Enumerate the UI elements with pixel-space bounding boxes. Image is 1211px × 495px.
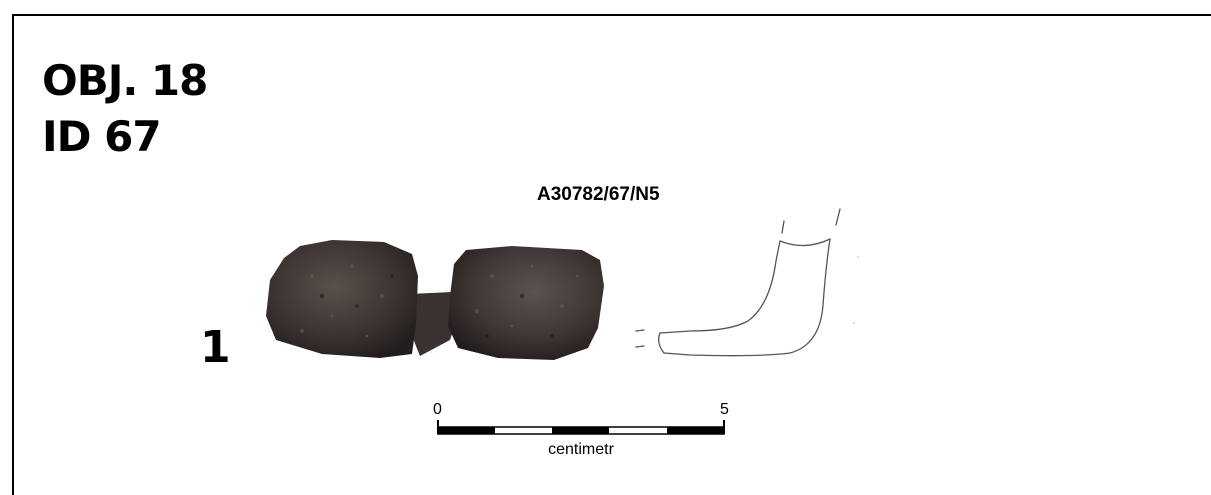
- id-label: ID 67: [42, 112, 162, 161]
- item-number: 1: [200, 322, 231, 373]
- scale-end-label: 5: [720, 401, 729, 418]
- scale-unit-label: centimetr: [548, 441, 614, 458]
- artifact-photo: [266, 240, 604, 360]
- scale-bar: 0 5 centimetr: [433, 401, 729, 458]
- inventory-number: A30782/67/N5: [537, 184, 660, 205]
- artifact-profile-drawing: [635, 208, 859, 357]
- page-frame: [12, 14, 1211, 495]
- scale-start-label: 0: [433, 401, 442, 418]
- object-label: OBJ. 18: [42, 56, 208, 105]
